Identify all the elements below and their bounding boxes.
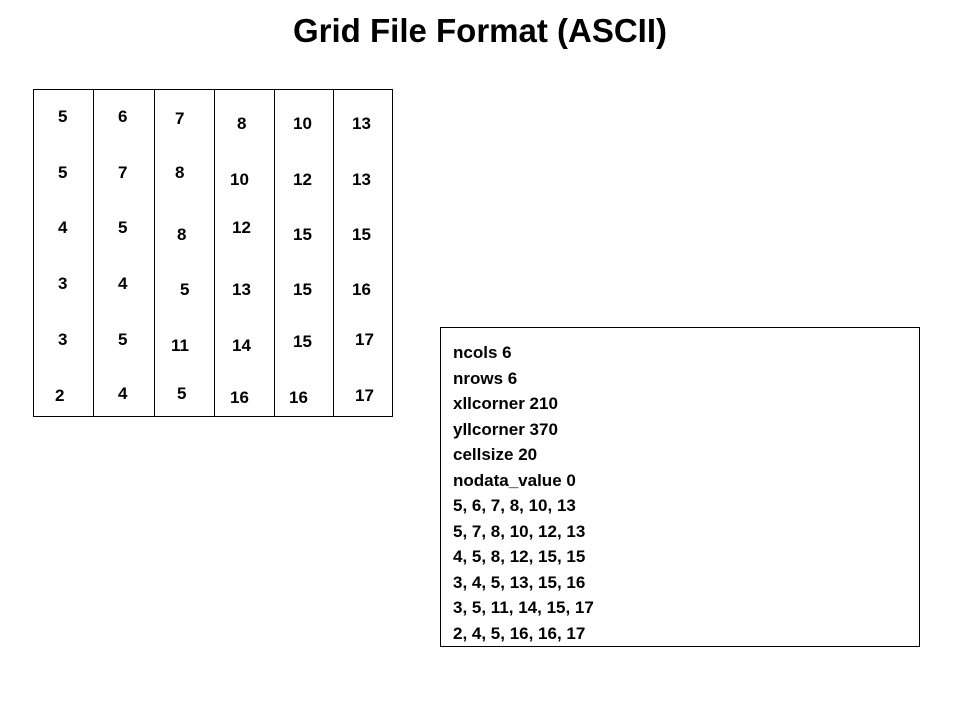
grid-column-divider <box>154 90 155 416</box>
grid-cell-r2-c6: 13 <box>352 170 371 189</box>
grid-cell-r2-c1: 5 <box>58 163 68 182</box>
grid-cell-r1-c5: 10 <box>293 114 312 133</box>
page-title: Grid File Format (ASCII) <box>292 12 668 49</box>
grid-cell-r6-c2: 4 <box>118 384 128 403</box>
grid-cell-r3-c1: 4 <box>58 218 68 237</box>
header-xllcorner: xllcorner 210 <box>453 394 558 413</box>
grid-cell-r3-c6: 15 <box>352 225 371 244</box>
grid-cell-r5-c5: 15 <box>293 332 312 351</box>
grid-cell-r1-c2: 6 <box>118 107 128 126</box>
grid-cell-r4-c3: 5 <box>180 280 190 299</box>
grid-cell-r6-c4: 16 <box>230 388 249 407</box>
grid-cell-r1-c4: 8 <box>237 114 247 133</box>
grid-cell-r4-c5: 15 <box>293 280 312 299</box>
grid-cell-r4-c1: 3 <box>58 274 68 293</box>
grid-cell-r4-c6: 16 <box>352 280 371 299</box>
header-ncols: ncols 6 <box>453 343 512 362</box>
grid-cell-r6-c3: 5 <box>177 384 187 403</box>
data-row: 5, 6, 7, 8, 10, 13 <box>453 496 576 515</box>
header-nrows: nrows 6 <box>453 368 518 388</box>
grid-cell-r6-c6: 17 <box>355 386 374 405</box>
grid-cell-r1-c1: 5 <box>58 107 68 126</box>
header-nodata-value: nodata_value 0 <box>453 470 576 490</box>
data-row: 2, 4, 5, 16, 16, 17 <box>453 623 586 643</box>
grid-cell-r2-c5: 12 <box>293 170 312 189</box>
data-row: 3, 4, 5, 13, 15, 16 <box>453 572 586 592</box>
grid-column-divider <box>274 90 275 416</box>
grid-column-divider <box>214 90 215 416</box>
grid-column-divider <box>93 90 94 416</box>
grid-cell-r2-c3: 8 <box>175 163 185 182</box>
header-yllcorner: yllcorner 370 <box>453 419 558 439</box>
ascii-file-lines: ncols 6 nrows 6 xllcorner 210 yllcorner … <box>453 340 594 646</box>
grid-cell-r3-c5: 15 <box>293 225 312 244</box>
grid-cell-r5-c6: 17 <box>355 330 374 349</box>
grid-cell-r3-c3: 8 <box>177 225 187 244</box>
grid-cell-r3-c2: 5 <box>118 218 128 237</box>
grid-cell-r2-c4: 10 <box>230 170 249 189</box>
raster-grid: 5 6 7 8 10 13 5 7 8 10 12 13 4 5 8 12 15… <box>33 89 393 417</box>
grid-cell-r6-c5: 16 <box>289 388 308 407</box>
grid-cell-r5-c3: 11 <box>171 336 189 355</box>
grid-cell-r5-c4: 14 <box>232 336 251 355</box>
data-row: 4, 5, 8, 12, 15, 15 <box>453 547 586 566</box>
grid-cell-r1-c3: 7 <box>175 109 185 128</box>
grid-cell-r4-c2: 4 <box>118 274 128 293</box>
data-row: 3, 5, 11, 14, 15, 17 <box>453 598 594 617</box>
grid-column-divider <box>333 90 334 416</box>
data-row: 5, 7, 8, 10, 12, 13 <box>453 521 586 541</box>
grid-cell-r5-c2: 5 <box>118 330 128 349</box>
grid-cell-r1-c6: 13 <box>352 114 371 133</box>
grid-cell-r5-c1: 3 <box>58 330 68 349</box>
grid-cell-r4-c4: 13 <box>232 280 251 299</box>
ascii-file-listing: ncols 6 nrows 6 xllcorner 210 yllcorner … <box>440 327 920 647</box>
grid-cell-r2-c2: 7 <box>118 163 128 182</box>
grid-cell-r6-c1: 2 <box>55 386 65 405</box>
header-cellsize: cellsize 20 <box>453 445 538 464</box>
grid-cell-r3-c4: 12 <box>232 218 251 237</box>
